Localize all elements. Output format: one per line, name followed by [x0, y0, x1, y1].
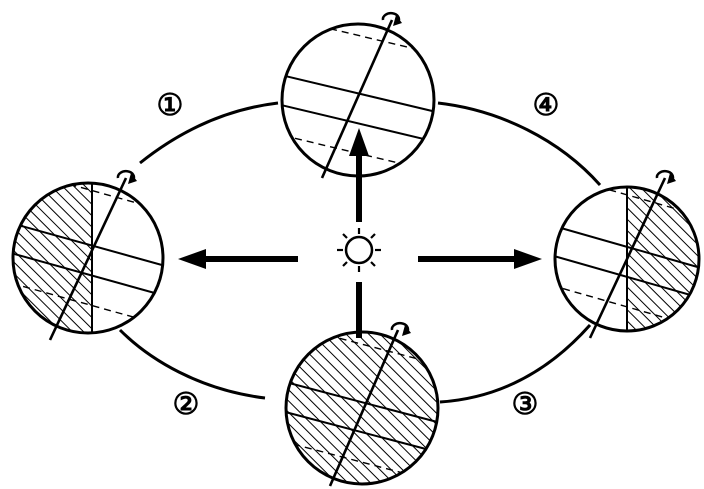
rotation-arrow-icon [392, 323, 411, 336]
arrow-right [418, 249, 542, 269]
segment-label-1: ① [157, 91, 184, 121]
rotation-arrow-icon [657, 171, 676, 184]
orbit-segment-4 [438, 103, 600, 185]
arrow-left [178, 249, 298, 269]
rotation-arrow-icon [383, 13, 402, 26]
globe-top [260, 12, 470, 185]
segment-label-4: ④ [533, 91, 560, 121]
segment-label-2: ② [173, 390, 200, 420]
globe-bottom [270, 320, 460, 489]
sun-icon [337, 228, 381, 272]
segment-label-3: ③ [512, 390, 539, 420]
globe-right [540, 170, 704, 338]
globe-left [0, 165, 180, 340]
rotation-arrow-icon [118, 171, 137, 184]
